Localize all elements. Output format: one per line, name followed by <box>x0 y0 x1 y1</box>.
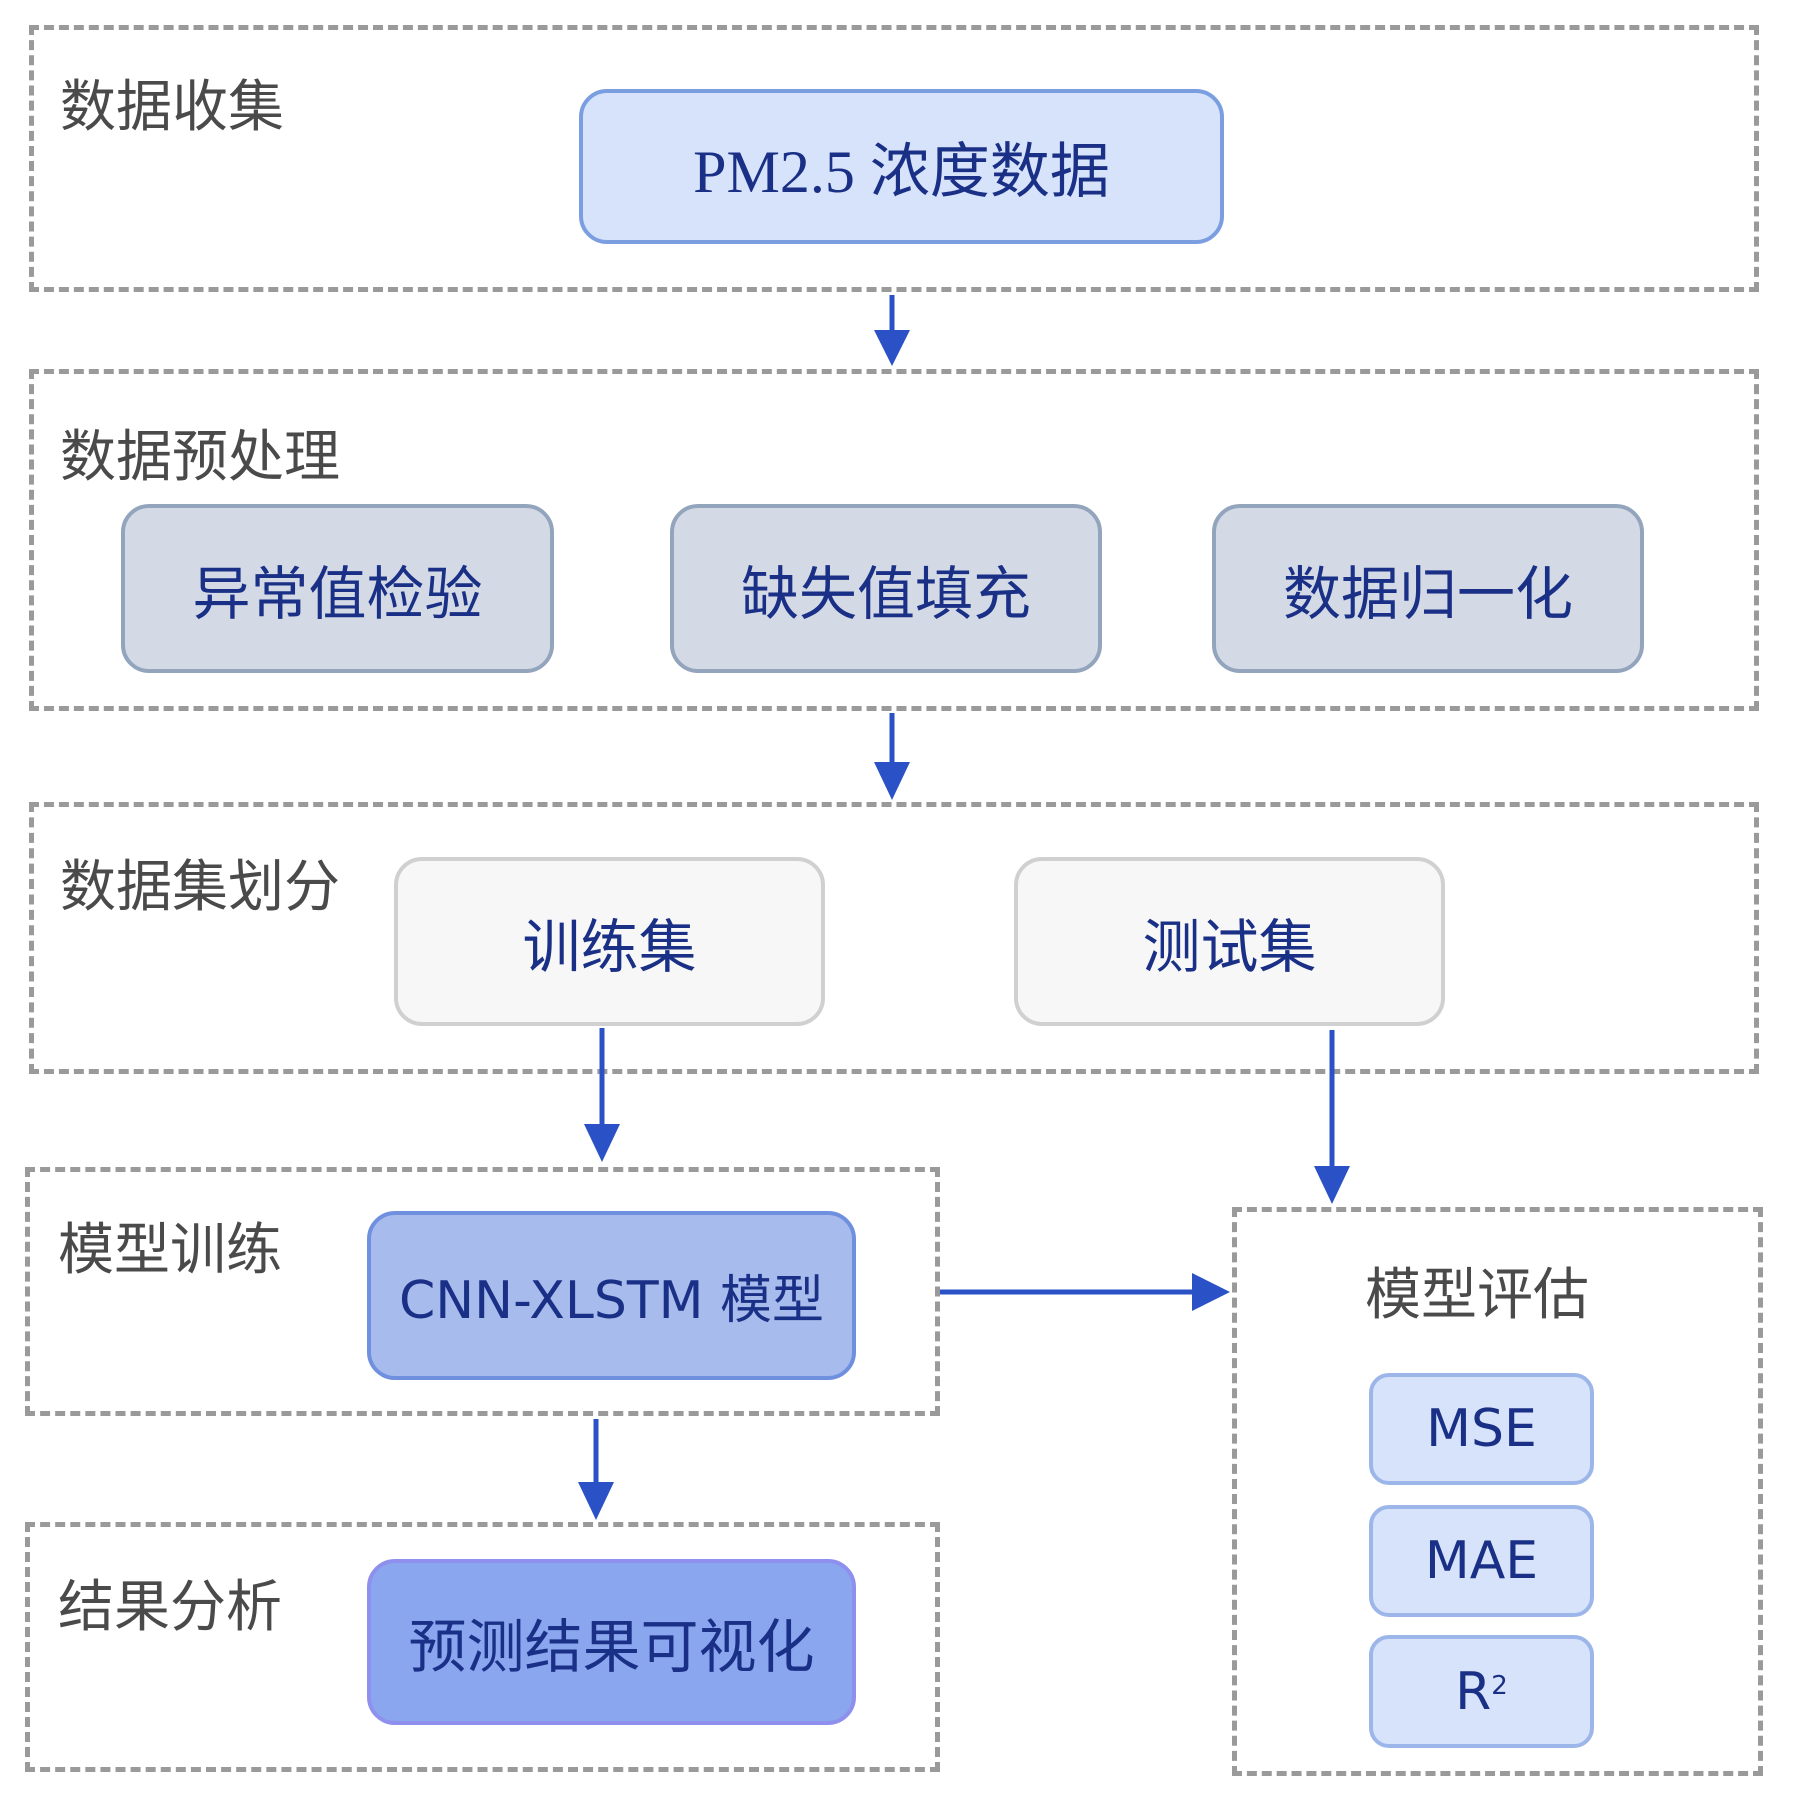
arrow-model-to-evaluation <box>940 1273 1230 1311</box>
arrow-train-to-model <box>584 1028 620 1162</box>
label-data-preprocessing: 数据预处理 <box>60 425 340 490</box>
node-normalization: 数据归一化 <box>1212 504 1644 673</box>
node-missing-fill: 缺失值填充 <box>670 504 1102 673</box>
node-train-set: 训练集 <box>394 857 825 1026</box>
group-model-evaluation <box>1232 1207 1763 1776</box>
node-test-set: 测试集 <box>1014 857 1445 1026</box>
node-outlier-check: 异常值检验 <box>121 504 554 673</box>
label-model-training: 模型训练 <box>58 1218 282 1283</box>
node-metric-mae: MAE <box>1369 1505 1594 1617</box>
arrow-test-to-evaluation <box>1314 1030 1350 1204</box>
group-data-preprocessing <box>29 369 1759 711</box>
label-dataset-split: 数据集划分 <box>60 855 340 920</box>
label-model-evaluation: 模型评估 <box>1365 1263 1589 1328</box>
arrow-preprocessing-to-split <box>874 713 910 800</box>
group-result-analysis <box>25 1522 940 1772</box>
metric-r2-base: R <box>1455 1661 1492 1722</box>
label-data-collection: 数据收集 <box>60 75 284 140</box>
group-dataset-split <box>29 802 1759 1074</box>
arrow-collection-to-preprocessing <box>874 295 910 366</box>
node-pm25-data: PM2.5 浓度数据 <box>579 89 1224 244</box>
node-cnn-xlstm-model: CNN-XLSTM 模型 <box>367 1211 856 1380</box>
group-data-collection <box>29 25 1759 292</box>
group-model-training <box>25 1167 940 1416</box>
node-metric-mse: MSE <box>1369 1373 1594 1485</box>
label-result-analysis: 结果分析 <box>58 1575 282 1640</box>
arrow-model-to-analysis <box>578 1419 614 1520</box>
node-prediction-visualization: 预测结果可视化 <box>367 1559 856 1725</box>
metric-r2-superscript: 2 <box>1491 1670 1508 1701</box>
